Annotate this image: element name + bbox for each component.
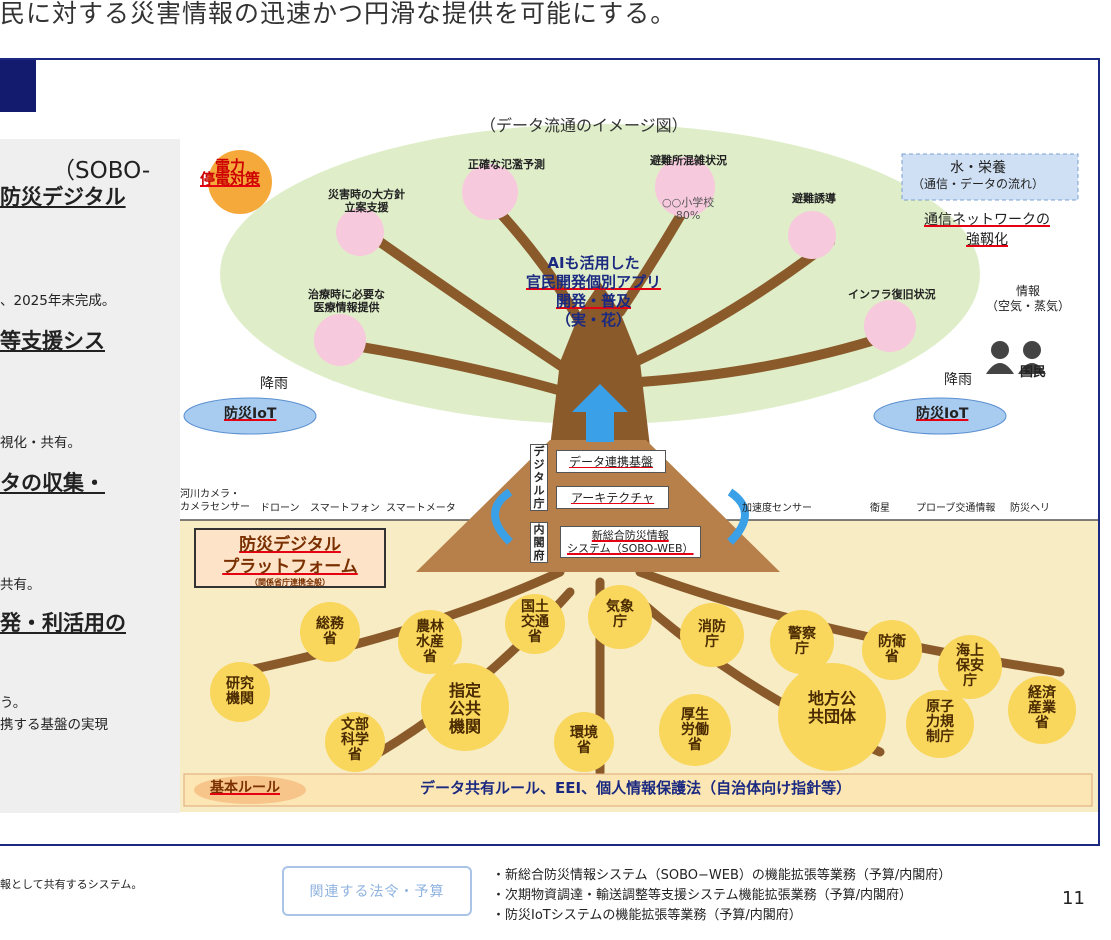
root-kenkyu: 研究機関 <box>226 676 254 707</box>
diagram-caption: （データ流通のイメージ図） <box>480 116 688 135</box>
shelter-status-bubble <box>655 157 715 217</box>
water-nutrient-box <box>901 153 1079 201</box>
disaster-heli-label: 防災ヘリ <box>1010 503 1050 514</box>
root-shobo: 消防庁 <box>698 619 726 650</box>
infra-recovery-bubble <box>864 300 916 352</box>
share-note: 共有。 <box>0 577 41 593</box>
root-kaijo: 海上保安庁 <box>956 643 984 689</box>
section-header-block <box>0 60 36 112</box>
content-frame <box>0 58 1100 846</box>
medical-label: 治療時に必要な 医療情報提供 <box>308 288 385 314</box>
footer-left-fragment: 報として共有するシステム。 <box>0 878 143 891</box>
evacuation-bubble <box>788 211 836 259</box>
probe-traffic-label: プローブ交通情報 <box>916 503 996 514</box>
smartphone-label: スマートフォン <box>310 503 380 514</box>
water-nutrient-label: 水・栄養 （通信・データの流れ） <box>912 160 1045 191</box>
left-cycle-arrow-icon <box>491 488 513 545</box>
left-description-panel: （SOBO- 防災デジタル 、2025年末完成。 等支援シス 視化・共有。 タの… <box>0 139 180 813</box>
infra-recovery-label: インフラ復旧状況 <box>848 288 936 301</box>
root-shitei: 指定公共機関 <box>448 681 481 736</box>
policy-bubble <box>336 208 384 256</box>
root-kosei: 厚生労働省 <box>681 707 709 753</box>
flood-forecast-label: 正確な氾濫予測 <box>468 158 545 171</box>
sobo-web-box: 新総合防災情報 システム（SOBO-WEB） <box>560 526 701 558</box>
completion-note: 、2025年末完成。 <box>0 293 116 309</box>
visualize-note: 視化・共有。 <box>0 435 81 451</box>
basic-rule-text: データ共有ルール、EEI、個人情報保護法（自治体向け指針等） <box>420 779 852 797</box>
ai-apps-label: AIも活用した 官民開発個別アプリ 開発・普及 （実・花） <box>526 254 662 329</box>
info-label: 情報 （空気・蒸気） <box>986 284 1071 313</box>
up-arrow-icon <box>572 384 628 442</box>
rain-left-label: 降雨 <box>260 376 288 392</box>
root-nodes <box>210 585 1076 772</box>
note-a: う。 <box>0 695 27 711</box>
rain-right-label: 降雨 <box>944 372 972 388</box>
root-chiho: 地方公共団体 <box>807 689 856 726</box>
citizens-label: 国民 <box>1020 365 1047 380</box>
flood-forecast-bubble <box>462 164 518 220</box>
root-monbu: 文部科学省 <box>341 717 369 763</box>
rain-cloud-right <box>873 397 1007 435</box>
budget-item-1: ・新総合防災情報システム（SOBO−WEB）の機能拡張等業務（予算/内閣府） <box>492 868 952 883</box>
related-laws-budget-button[interactable]: 関連する法令・予算 <box>282 866 472 916</box>
shelter-status-label: 避難所混雑状況 <box>650 154 727 167</box>
top-summary-text: 民に対する災害情報の迅速かつ円滑な提供を可能にする。 <box>0 0 677 28</box>
iot-left-label: 防災IoT <box>224 406 277 422</box>
data-collection-heading: タの収集・ <box>0 471 105 495</box>
root-keizai: 経済産業省 <box>1028 685 1056 731</box>
platform-box: 防災デジタル プラットフォーム （関係省庁連携全般） <box>194 528 386 588</box>
satellite-label: 衛星 <box>870 503 890 514</box>
smart-meter-label: スマートメータ <box>386 503 456 514</box>
budget-item-3: ・防災IoTシステムの機能拡張等業務（予算/内閣府） <box>492 908 802 923</box>
root-keisatsu: 警察庁 <box>788 626 816 657</box>
root-kankyo: 環境省 <box>570 725 598 756</box>
river-camera-label: 河川カメラ・ カメラセンサー <box>180 489 250 513</box>
architecture-box: アーキテクチャ <box>556 486 670 509</box>
root-nourin: 農林水産省 <box>416 619 444 665</box>
root-soumu: 総務省 <box>316 616 344 647</box>
root-kokudo: 国土交通省 <box>521 599 549 645</box>
accel-sensor-label: 加速度センサー <box>742 503 812 514</box>
drone-label: ドローン <box>260 503 300 514</box>
shelter-school-label: ○○小学校 80% <box>662 196 715 222</box>
data-platform-box: データ連携基盤 <box>556 450 667 473</box>
evacuation-label: 避難誘導 <box>792 192 836 205</box>
rule-bar <box>183 773 1093 807</box>
iot-right-label: 防災IoT <box>916 406 969 422</box>
medical-bubble <box>314 314 366 366</box>
data-flow-diagram: 電力 停電対策 災害時の大方針 立案支援 正確な氾濫予測 避難所混雑状況 ○○小… <box>180 112 1098 812</box>
note-b: 携する基盤の実現 <box>0 717 108 733</box>
support-system-heading: 等支援シス <box>0 329 105 353</box>
root-genshi: 原子力規制庁 <box>926 699 954 745</box>
cabinet-office-label: 内閣府 <box>530 522 548 563</box>
network-label: 通信ネットワークの 強靱化 <box>924 212 1050 248</box>
basic-rule-badge <box>194 776 306 804</box>
sun-icon <box>208 150 272 214</box>
tree-canopy <box>220 124 980 424</box>
basic-rule-label: 基本ルール <box>210 780 280 796</box>
development-heading: 発・利活用の <box>0 611 126 635</box>
budget-item-2: ・次期物資調達・輸送調整等支援システム機能拡張業務（予算/内閣府） <box>492 888 912 903</box>
right-cycle-arrow-icon <box>727 488 749 545</box>
digital-agency-label: デジタル庁 <box>530 444 548 511</box>
rain-cloud-left <box>183 397 317 435</box>
root-boei: 防衛省 <box>878 634 906 665</box>
power-label: 電力 停電対策 <box>200 157 261 188</box>
disaster-policy-label: 災害時の大方針 立案支援 <box>328 188 405 214</box>
sobo-fragment: （SOBO- <box>52 158 151 184</box>
page-number: 11 <box>1062 888 1085 909</box>
bosai-digital-heading: 防災デジタル <box>0 185 126 209</box>
root-kisho: 気象庁 <box>606 599 634 630</box>
